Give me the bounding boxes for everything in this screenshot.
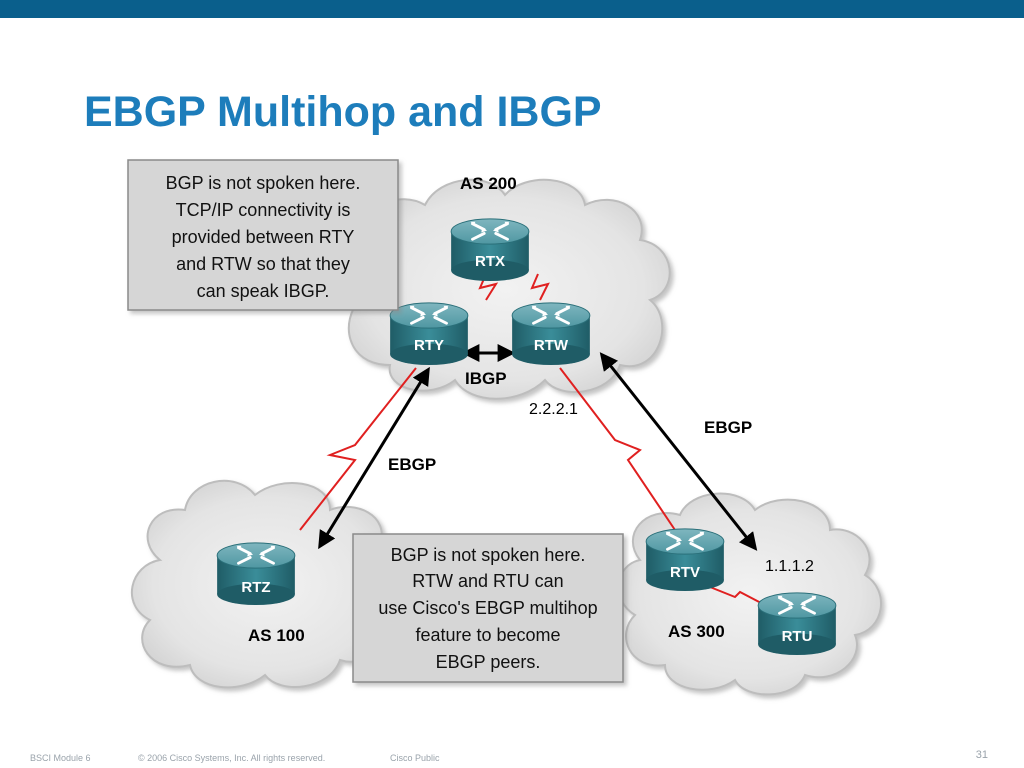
note-line: BGP is not spoken here. — [391, 545, 586, 565]
ebgp-label-right: EBGP — [704, 418, 752, 437]
footer-classification: Cisco Public — [390, 753, 440, 763]
note-box-top: BGP is not spoken here. TCP/IP connectiv… — [127, 159, 399, 311]
bgp-session-arrows — [318, 344, 758, 551]
footer-module: BSCI Module 6 — [30, 753, 91, 763]
router-rtv: RTV — [644, 527, 726, 592]
slide-title: EBGP Multihop and IBGP — [84, 88, 602, 136]
note-line: and RTW so that they — [176, 254, 350, 274]
router-label: RTU — [782, 628, 813, 645]
note-line: BGP is not spoken here. — [166, 173, 361, 193]
as200-label: AS 200 — [460, 174, 517, 193]
as300-label: AS 300 — [668, 622, 725, 641]
ebgp-arrow-left — [318, 366, 430, 550]
ibgp-label: IBGP — [465, 369, 507, 388]
note-line: feature to become — [415, 625, 560, 645]
ebgp-arrow-right — [599, 352, 758, 551]
note-line: EBGP peers. — [436, 652, 541, 672]
page-number: 31 — [975, 749, 988, 761]
router-rtw: RTW — [510, 301, 592, 366]
router-label: RTW — [534, 337, 569, 354]
router-label: RTY — [414, 337, 444, 354]
router-label: RTX — [475, 253, 505, 270]
router-rtu: RTU — [756, 591, 838, 656]
router-icon — [510, 301, 592, 366]
note-line: RTW and RTU can — [412, 571, 563, 591]
router-rty: RTY — [388, 301, 470, 366]
router-rtz: RTZ — [215, 541, 297, 606]
top-accent-bar — [0, 0, 1024, 18]
note-line: TCP/IP connectivity is — [176, 200, 351, 220]
note-line: provided between RTY — [172, 227, 355, 247]
router-label: RTZ — [241, 579, 270, 596]
rtw-ip-address: 2.2.2.1 — [529, 401, 578, 418]
as100-label: AS 100 — [248, 626, 305, 645]
router-icon — [644, 527, 726, 592]
rtu-ip-address: 1.1.1.2 — [765, 558, 814, 575]
router-rtx: RTX — [449, 217, 531, 282]
router-icon — [449, 217, 531, 282]
router-icon — [756, 591, 838, 656]
note-line: can speak IBGP. — [197, 281, 330, 301]
router-icon — [388, 301, 470, 366]
note-box-bottom: BGP is not spoken here. RTW and RTU can … — [352, 533, 624, 683]
as300-cloud — [617, 492, 882, 696]
note-line: use Cisco's EBGP multihop — [378, 598, 597, 618]
ebgp-label-left: EBGP — [388, 455, 436, 474]
footer-copyright: © 2006 Cisco Systems, Inc. All rights re… — [138, 753, 326, 763]
router-label: RTV — [670, 564, 700, 581]
